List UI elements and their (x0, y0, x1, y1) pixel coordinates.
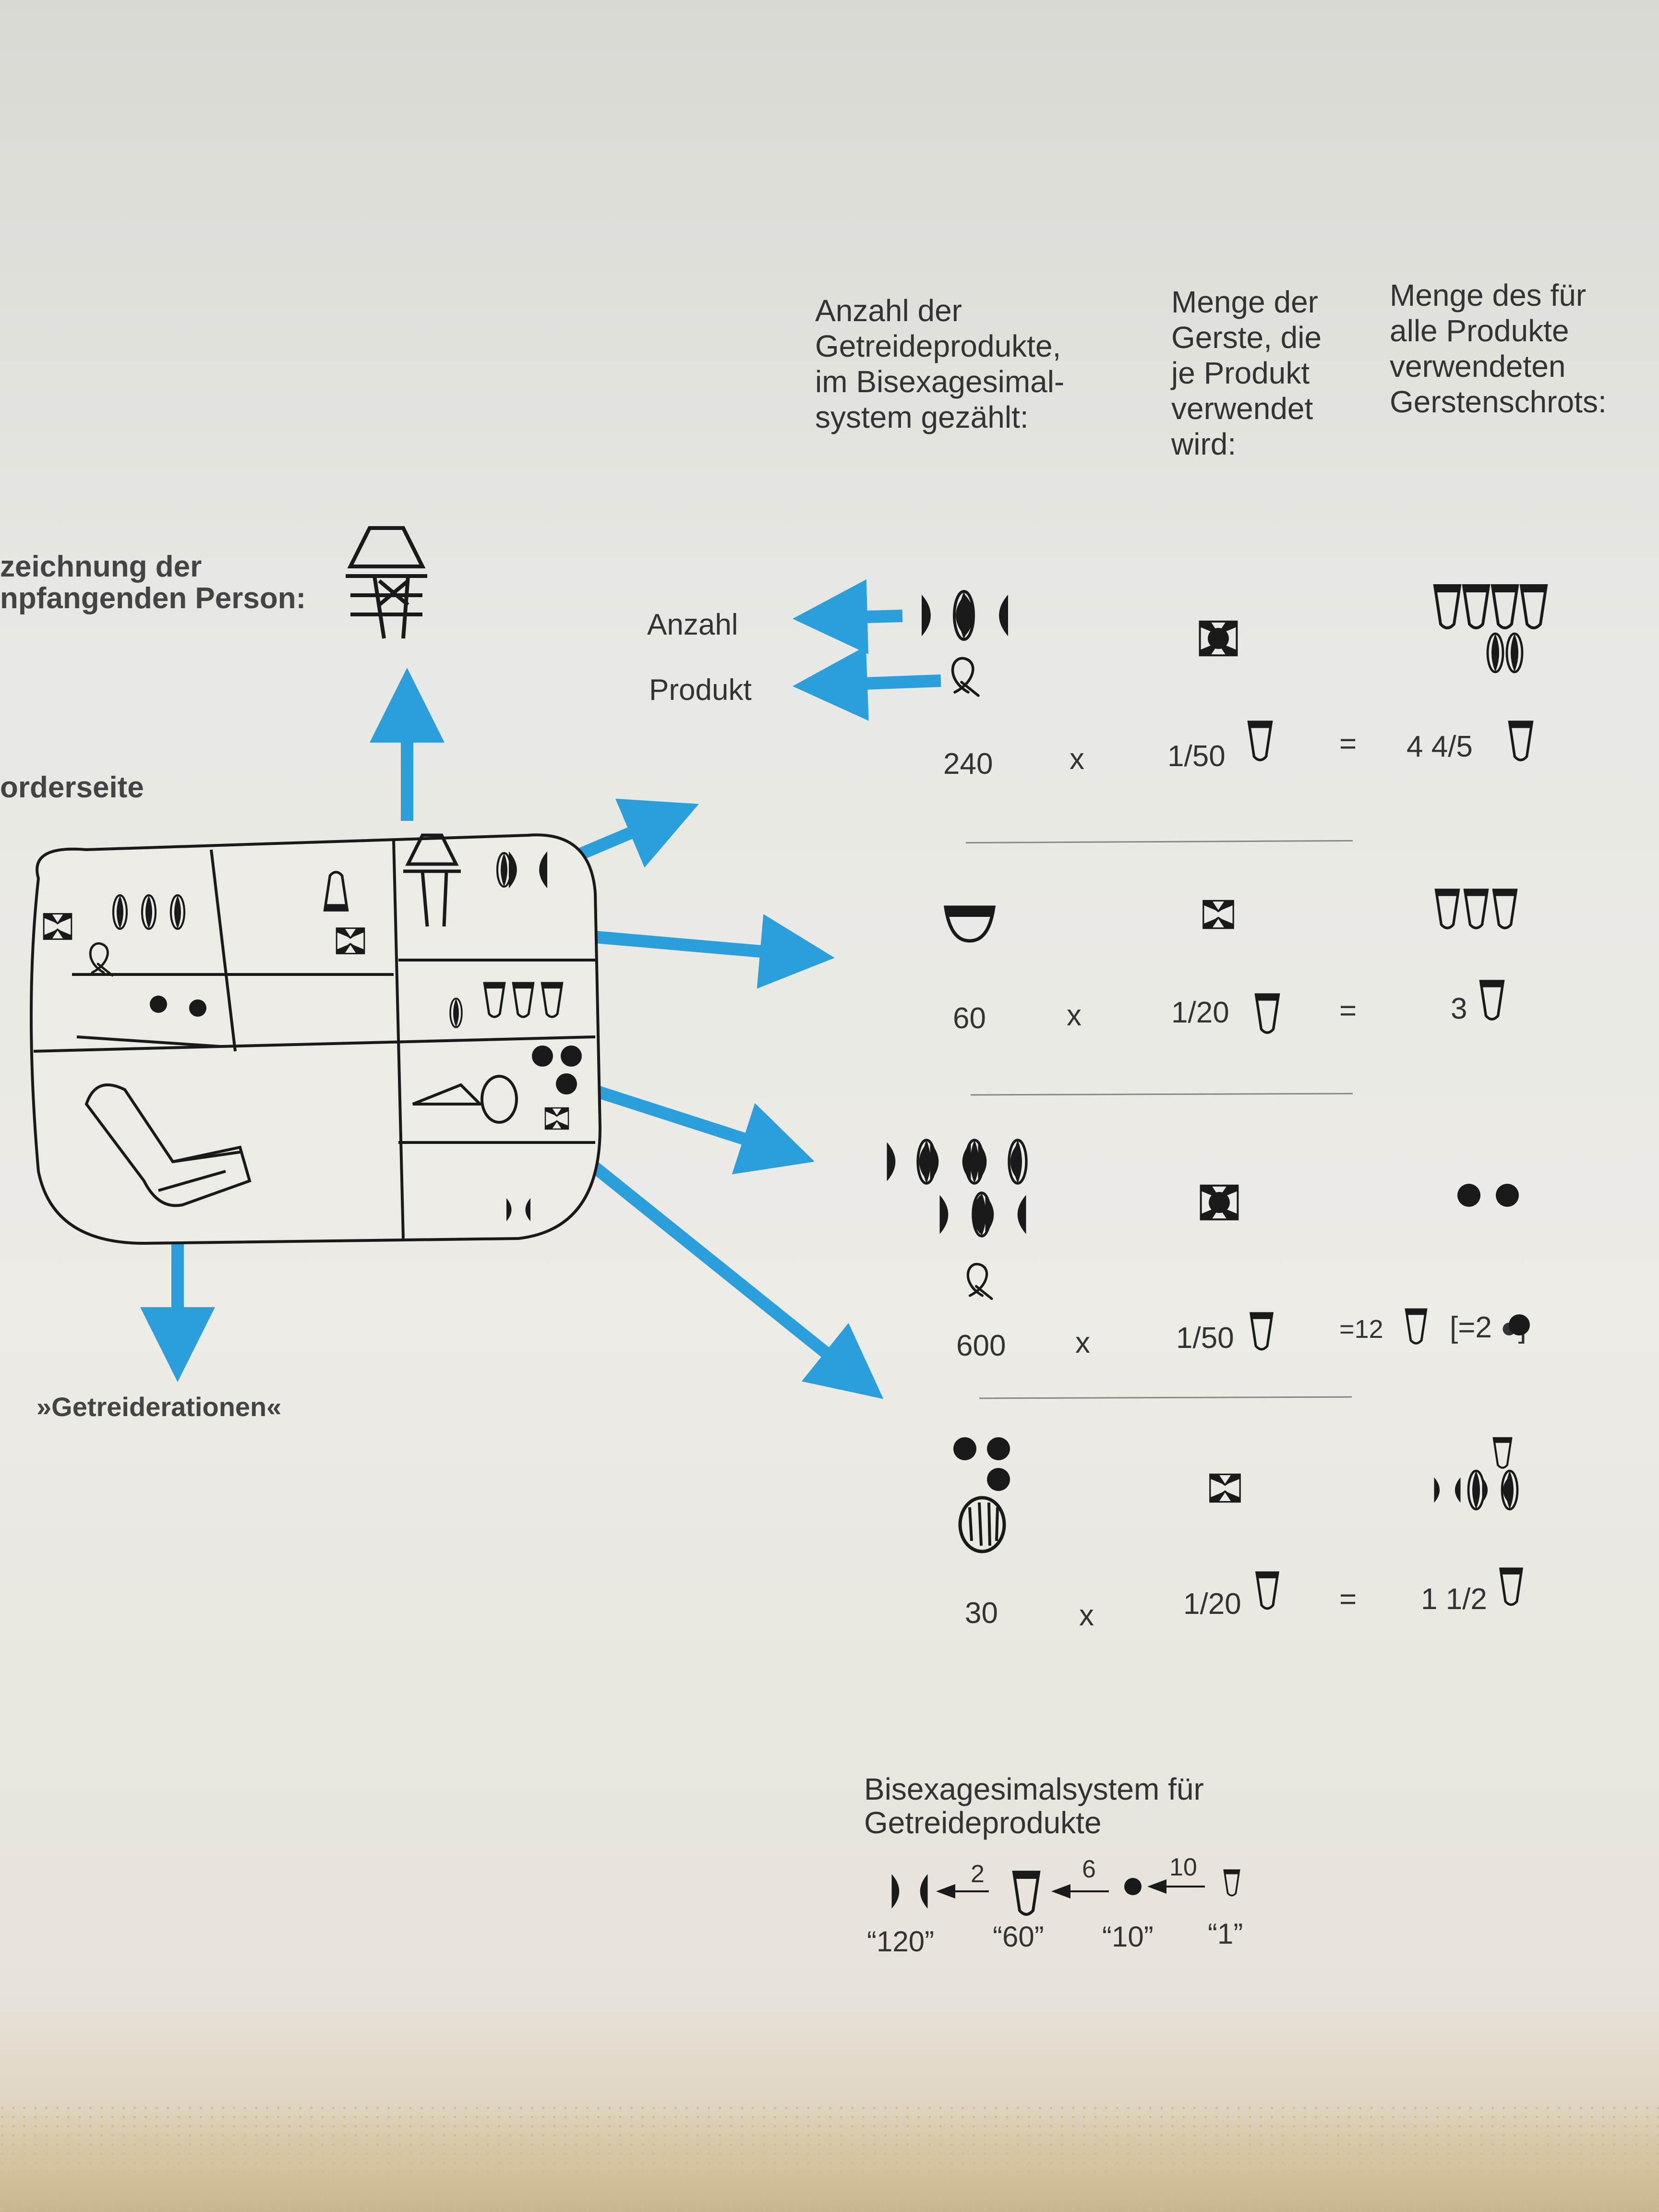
row4-eq: = (1339, 1583, 1357, 1616)
header-line: je Produkt (1171, 356, 1310, 390)
header-count-column: Anzahl der Getreideprodukte, im Bisexage… (815, 293, 1064, 435)
background-sand (0, 2103, 1659, 2212)
unit-120-label: “120” (867, 1925, 935, 1958)
double-wedge-icon (891, 1874, 928, 1909)
header-line: alle Produkte (1390, 313, 1569, 348)
system-title-line: Getreideprodukte (864, 1805, 1102, 1840)
obverse-label: orderseite (0, 771, 144, 804)
header-line: wird: (1171, 427, 1237, 461)
header-line: Gerste, die (1171, 320, 1322, 355)
row4-times: x (1079, 1599, 1094, 1632)
system-title-line: Bisexagesimalsystem für (864, 1772, 1204, 1806)
dot-unit-icon (1457, 1184, 1480, 1207)
row3-count: 600 (956, 1329, 1006, 1362)
row1-times: x (1070, 743, 1084, 776)
unit-10-label: “10” (1102, 1921, 1154, 1953)
row2-count: 60 (953, 1002, 986, 1035)
header-line: verwendet (1171, 391, 1313, 426)
row4-count: 30 (965, 1597, 998, 1630)
unit-60-label: “60” (993, 1921, 1044, 1953)
row2-eq: = (1339, 994, 1357, 1027)
system-title: Bisexagesimalsystem für Getreideprodukte (864, 1772, 1204, 1839)
row3-per: 1/50 (1176, 1322, 1234, 1355)
header-line: Gerstenschrots: (1390, 385, 1607, 419)
row2-per: 1/20 (1171, 996, 1229, 1029)
header-line: system gezählt: (815, 400, 1029, 434)
factor-6: 6 (1082, 1855, 1096, 1883)
row1-result: 4 4/5 (1407, 730, 1473, 763)
header-barley-per-product: Menge der Gerste, die je Produkt verwend… (1171, 284, 1322, 462)
header-line: verwendeten (1390, 349, 1566, 384)
factor-2: 2 (971, 1860, 985, 1888)
row2-result: 3 (1451, 992, 1467, 1025)
cone-unit-icon (1501, 1569, 1522, 1605)
row3-times: x (1075, 1326, 1090, 1359)
factor-10: 10 (1169, 1853, 1197, 1881)
header-total-groats: Menge des für alle Produkte verwendeten … (1390, 277, 1607, 420)
row1-count: 240 (943, 747, 993, 781)
row4-per: 1/20 (1183, 1587, 1241, 1621)
row2-times: x (1067, 999, 1082, 1032)
header-line: Menge der (1171, 285, 1318, 319)
row1-per: 1/50 (1167, 740, 1226, 773)
recipient-label-line: zeichnung der (0, 550, 202, 583)
row4-result: 1 1/2 (1421, 1583, 1487, 1616)
row3-eq: =12 (1339, 1315, 1383, 1344)
grain-rations-label: »Getreiderationen« (36, 1392, 282, 1422)
header-line: Getreideprodukte, (815, 329, 1061, 363)
unit-1-label: “1” (1208, 1918, 1243, 1950)
row1-eq: = (1339, 727, 1357, 760)
person-sign-icon (346, 526, 427, 639)
anzahl-label: Anzahl (647, 608, 738, 641)
tablet-drawing (30, 833, 602, 1245)
recipient-label: zeichnung der npfangenden Person: (0, 551, 306, 614)
header-line: Anzahl der (815, 293, 962, 328)
header-line: Menge des für (1390, 278, 1587, 313)
produkt-label: Produkt (649, 673, 752, 707)
header-line: im Bisexagesimal- (815, 364, 1065, 399)
recipient-label-line: npfangenden Person: (0, 582, 306, 615)
